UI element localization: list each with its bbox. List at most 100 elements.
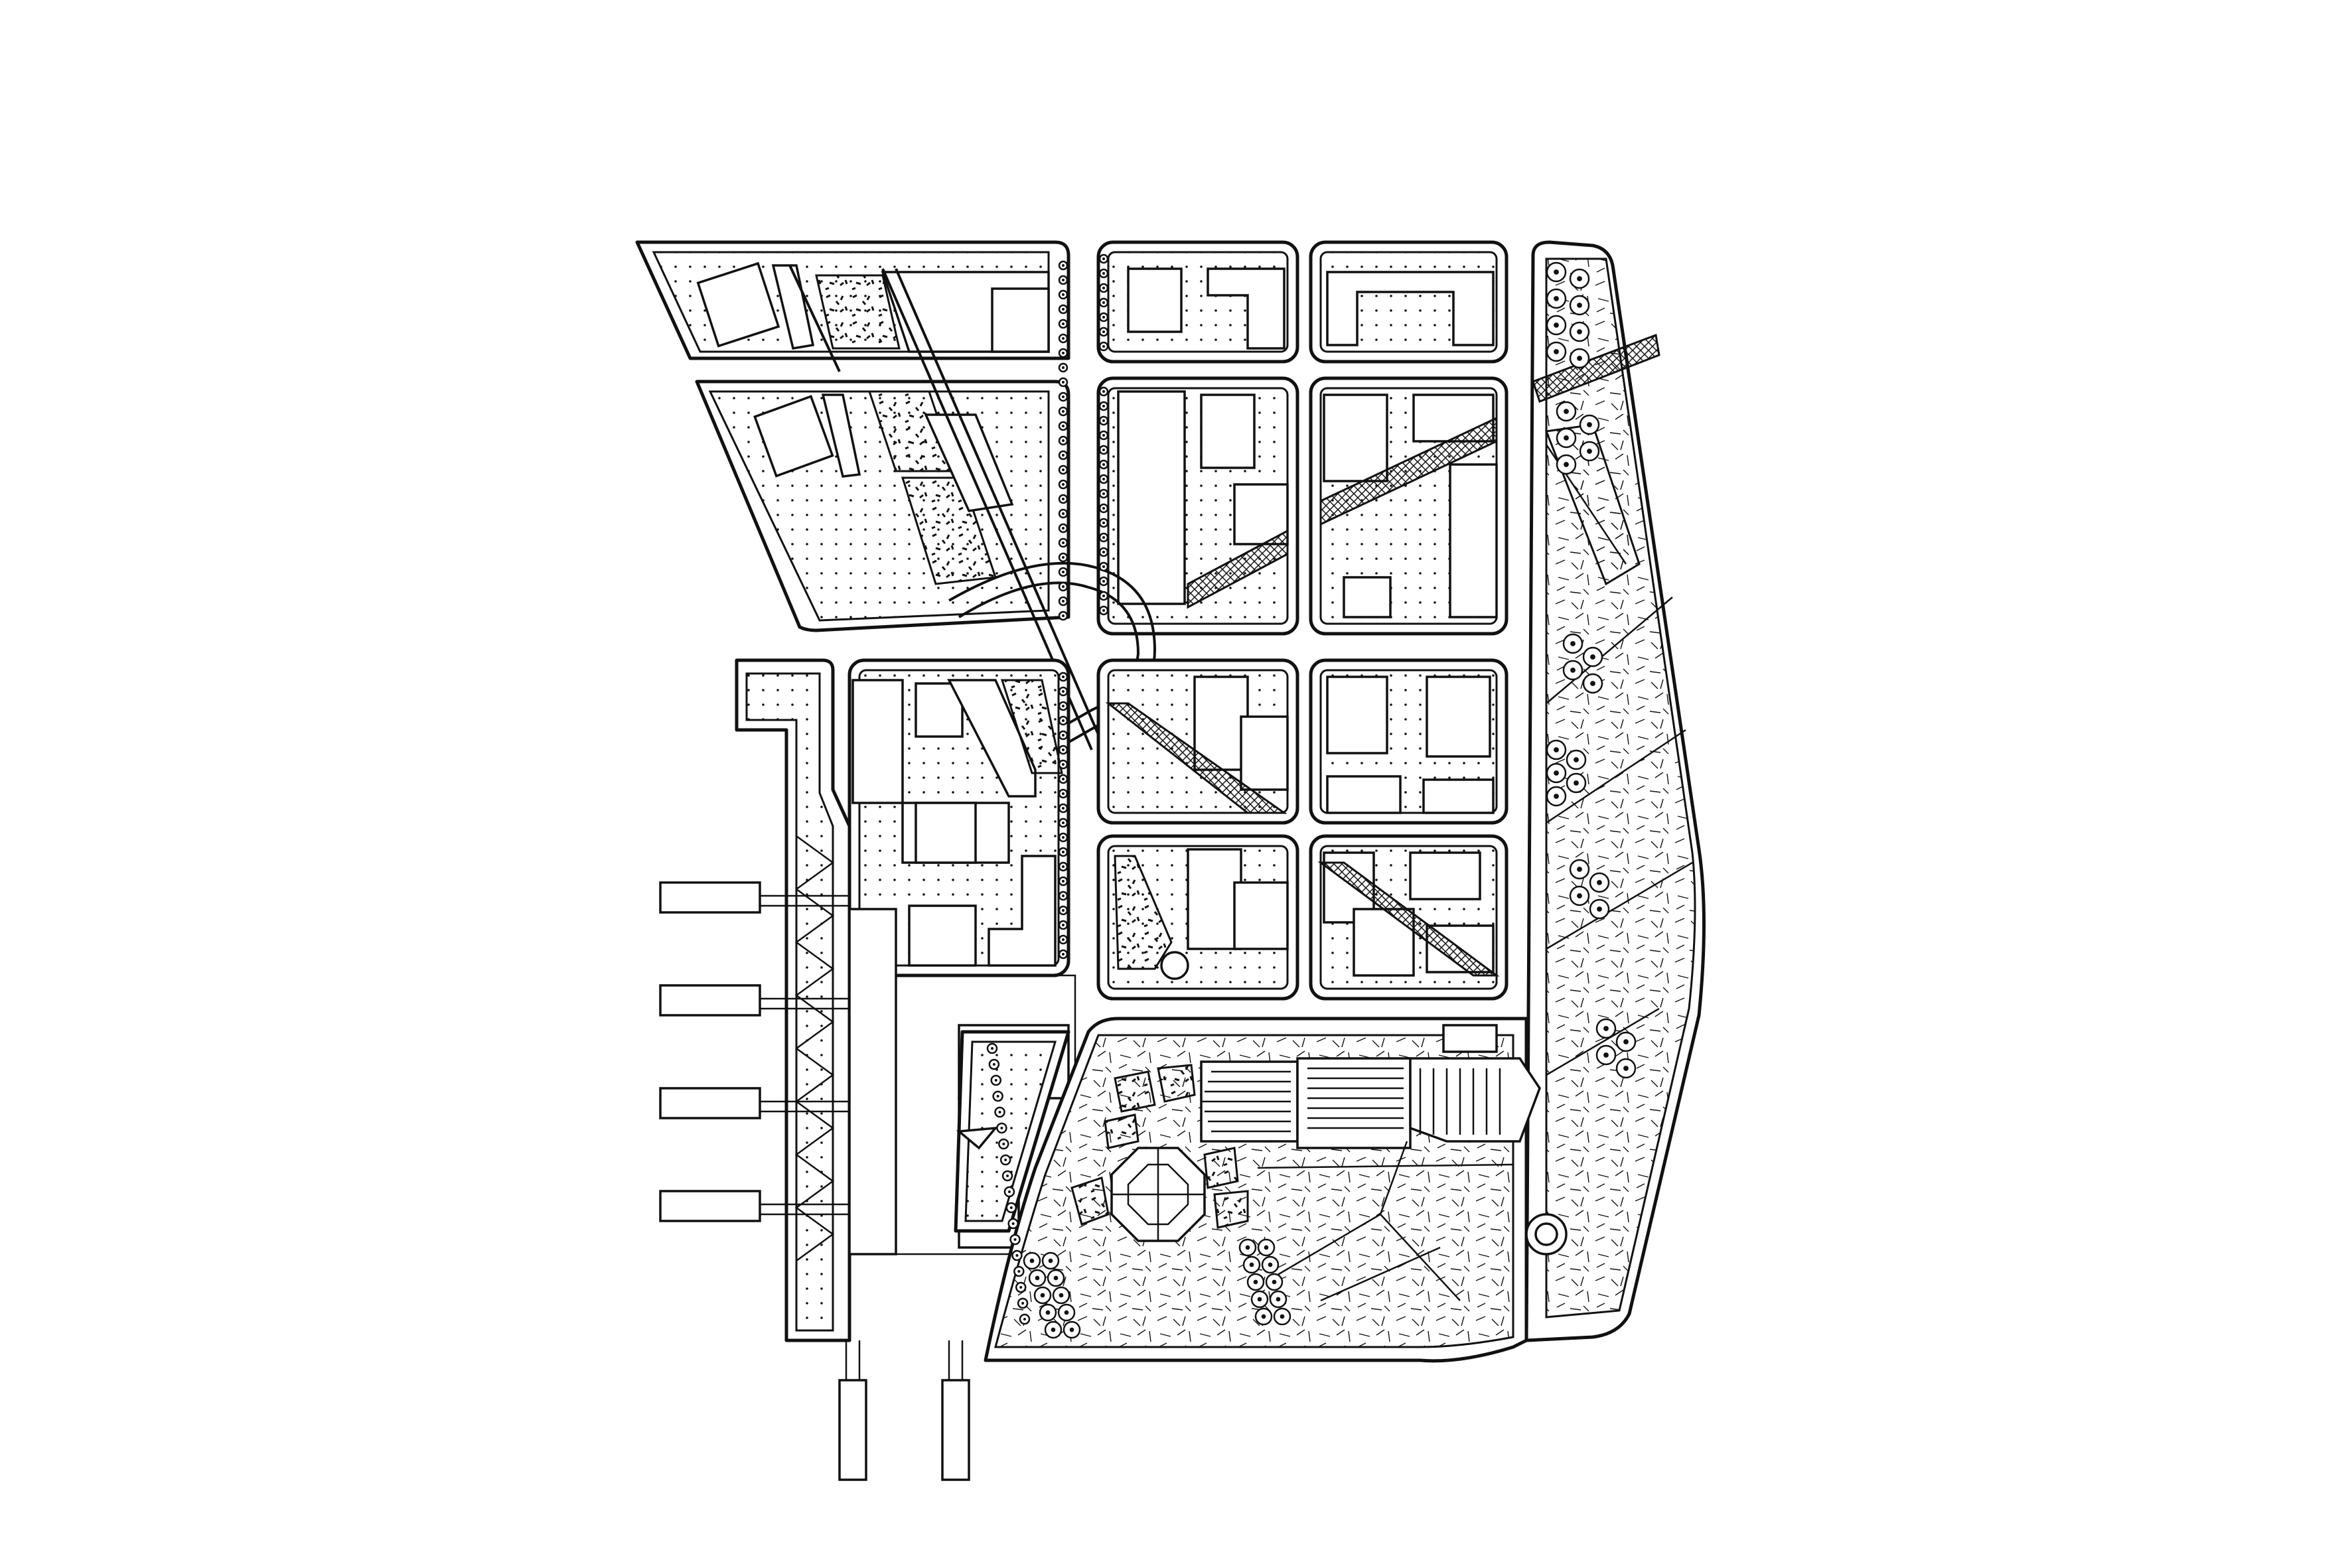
linear-green-strip: [1524, 240, 1706, 1342]
tree-trunk: [1062, 909, 1065, 912]
tree-trunk: [1062, 264, 1065, 267]
tree-trunk: [1062, 337, 1065, 340]
tree-trunk: [1062, 308, 1065, 311]
tree-trunk: [998, 1111, 1001, 1113]
tree-trunk: [1062, 894, 1065, 897]
tree-trunk: [1102, 463, 1105, 466]
tree-trunk: [1064, 1310, 1069, 1315]
tree-trunk: [1002, 1143, 1005, 1145]
tree-trunk: [1062, 498, 1065, 500]
tree-trunk: [1023, 1318, 1026, 1320]
waterfront-promenade: [735, 658, 851, 1342]
tree-trunk: [1062, 676, 1065, 678]
tree-trunk: [1062, 880, 1065, 883]
tree-trunk: [1261, 1314, 1266, 1319]
tree-trunk: [1102, 507, 1105, 510]
nw-diagonal-block-2: [695, 380, 1070, 632]
tree-trunk: [1102, 434, 1105, 437]
tree-trunk: [1062, 821, 1065, 824]
tree-trunk: [1590, 654, 1595, 660]
tree-trunk: [1102, 419, 1105, 422]
tree-trunk: [1577, 329, 1582, 334]
tree-trunk: [1554, 747, 1559, 752]
tree-trunk: [1623, 1039, 1629, 1044]
tree-trunk: [1603, 1052, 1609, 1058]
tree-trunk: [994, 1079, 997, 1082]
tree-trunk: [1597, 906, 1602, 912]
east-tree-row: [1546, 261, 1637, 1079]
tree-trunk: [1009, 1206, 1013, 1209]
tree-trunk: [1577, 356, 1582, 361]
mid-east-block: [1309, 658, 1508, 825]
tree-trunk: [1017, 1270, 1021, 1273]
tree-trunk: [1062, 690, 1065, 693]
tree-trunk: [1062, 585, 1065, 588]
tree-trunk: [1102, 492, 1105, 495]
tree-trunk: [1102, 301, 1105, 304]
tree-trunk: [1062, 807, 1065, 810]
tree-trunk: [1102, 565, 1105, 568]
tree-trunk: [1062, 865, 1065, 868]
tree-trunk: [1004, 1159, 1007, 1161]
tree-trunk: [1062, 792, 1065, 795]
street-tree-rows: [986, 253, 1109, 1325]
tree-trunk: [1603, 1026, 1609, 1031]
tree-trunk: [1253, 1279, 1258, 1285]
tree-trunk: [1102, 257, 1105, 260]
tree-trunk: [996, 1095, 999, 1098]
tree-trunk: [1574, 780, 1579, 786]
tree-trunk: [1245, 1245, 1250, 1250]
tree-trunk: [1006, 1175, 1009, 1177]
tree-trunk: [1577, 893, 1582, 898]
tree-trunk: [1102, 580, 1105, 583]
tree-trunk: [1062, 571, 1065, 573]
s-east-block-a: [1309, 834, 1508, 1001]
tree-trunk: [1102, 316, 1105, 319]
tree-trunk: [1268, 1262, 1273, 1267]
tree-trunk: [1062, 410, 1065, 413]
tree-trunk: [1062, 748, 1065, 751]
pier-structures: [659, 881, 970, 1481]
n-east-block-2: [1309, 376, 1508, 636]
tree-trunk: [1062, 836, 1065, 839]
mid-center-block: [1096, 658, 1299, 825]
tree-trunk: [1554, 269, 1559, 275]
tree-trunk: [1102, 390, 1105, 393]
park-tree-clusters: [1023, 1238, 1291, 1339]
tree-trunk: [1102, 478, 1105, 480]
tree-trunk: [1102, 536, 1105, 539]
tree-trunk: [1062, 778, 1065, 780]
tree-trunk: [1102, 272, 1105, 275]
tree-trunk: [1623, 1066, 1629, 1071]
tree-trunk: [1062, 527, 1065, 530]
tree-trunk: [1011, 1222, 1015, 1225]
tree-trunk: [1062, 512, 1065, 515]
tree-trunk: [1062, 483, 1065, 486]
park-fragments: [1070, 1064, 1568, 1302]
tree-trunk: [1249, 1262, 1254, 1267]
tree-trunk: [1000, 1127, 1003, 1129]
n-center-block-2: [1096, 376, 1299, 636]
tree-trunk: [1062, 953, 1065, 956]
tree-trunk: [1577, 303, 1582, 308]
tree-trunk: [992, 1063, 995, 1066]
tree-trunk: [1062, 468, 1065, 471]
tree-trunk: [1564, 409, 1569, 414]
tree-trunk: [1045, 1310, 1051, 1315]
s-center-block-a: [1096, 834, 1299, 1001]
tree-trunk: [1062, 279, 1065, 281]
tree-trunk: [1007, 1190, 1011, 1193]
tree-trunk: [1062, 719, 1065, 722]
tree-trunk: [1554, 322, 1559, 328]
tree-trunk: [1062, 614, 1065, 617]
tree-trunk: [1013, 1238, 1017, 1241]
tree-trunk: [1021, 1302, 1025, 1305]
tree-trunk: [1570, 668, 1576, 673]
tree-trunk: [1276, 1297, 1281, 1302]
tree-trunk: [1019, 1286, 1023, 1289]
tree-trunk: [1062, 293, 1065, 296]
tree-trunk: [1053, 1275, 1059, 1281]
tree-trunk: [1257, 1297, 1262, 1302]
tree-trunk: [1048, 1258, 1053, 1263]
